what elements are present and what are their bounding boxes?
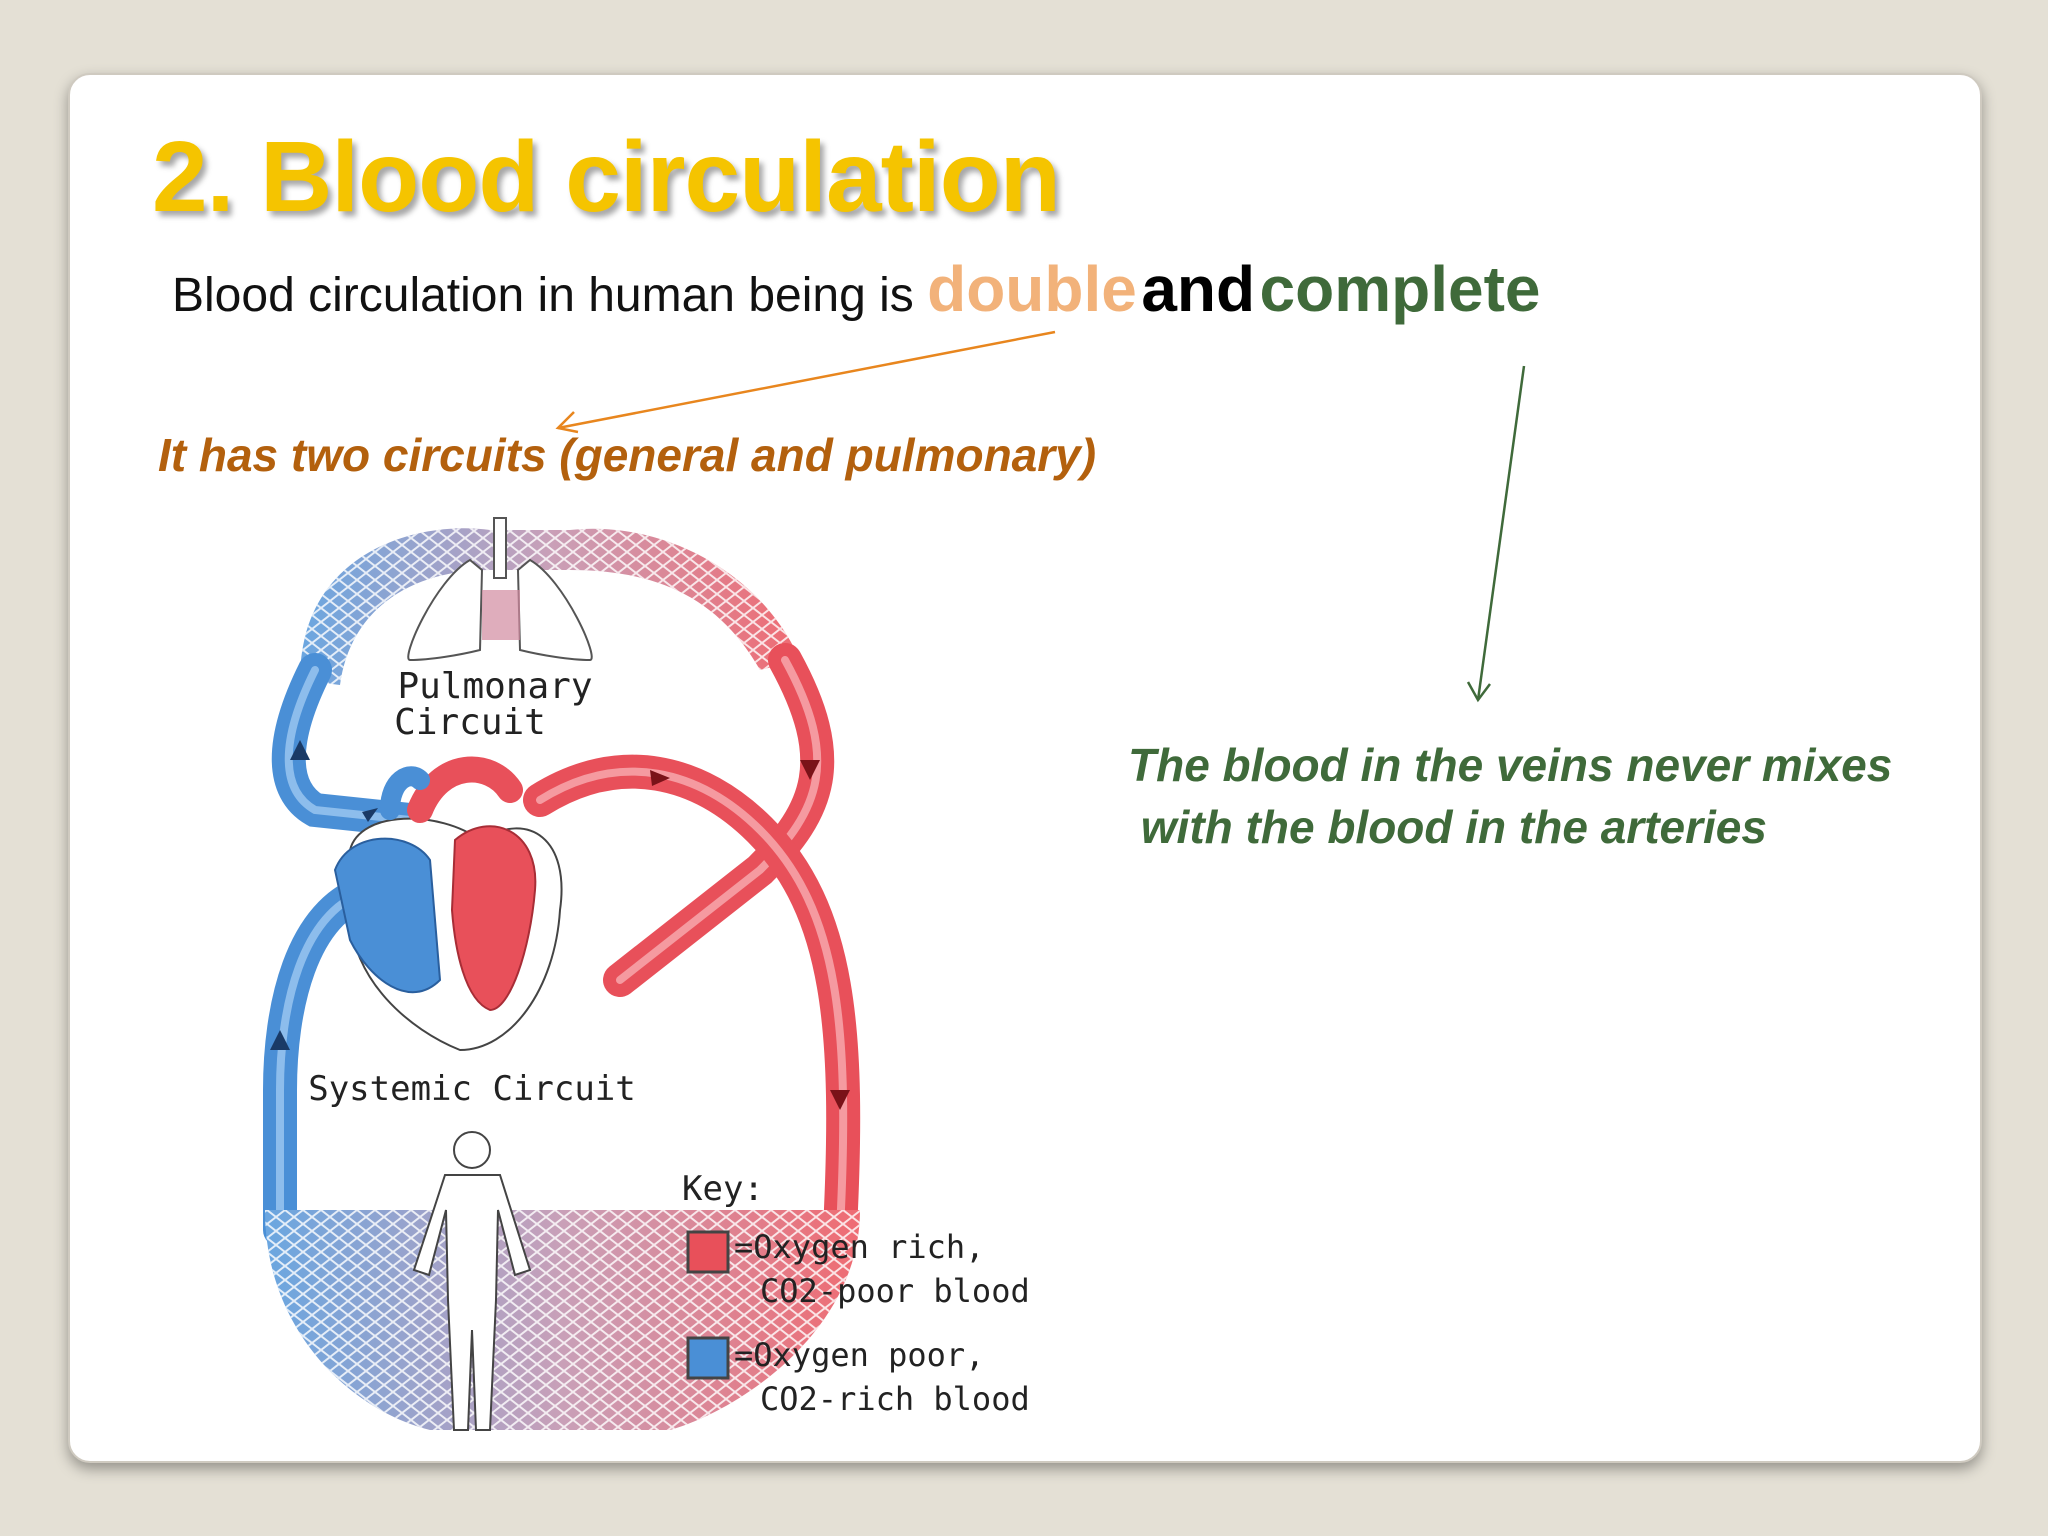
green-arrow — [1466, 365, 1526, 703]
key-blue-line1: =Oxygen poor, — [734, 1336, 984, 1374]
systemic-label: Systemic Circuit — [308, 1069, 636, 1109]
subtitle: Blood circulation in human being is doub… — [172, 252, 1541, 326]
pulmonary-label-2: Circuit — [394, 702, 546, 743]
key-red-swatch — [686, 1230, 730, 1274]
key-blue-line2: CO2-rich blood — [760, 1380, 1030, 1418]
key-red-line1: =Oxygen rich, — [734, 1228, 984, 1266]
lungs-icon — [407, 517, 593, 662]
veins-note: The blood in the veins never mixes with … — [1128, 734, 1892, 858]
veins-note-line1: The blood in the veins never mixes — [1128, 739, 1893, 791]
flow-arrows-red — [650, 760, 850, 1110]
subtitle-double: double — [927, 253, 1137, 325]
flow-arrows — [270, 740, 378, 1050]
slide-title: 2. Blood circulation — [152, 121, 1061, 233]
subtitle-complete: complete — [1259, 253, 1541, 325]
heart-icon — [333, 756, 563, 1052]
subtitle-and: and — [1141, 253, 1256, 325]
pulmonary-label-1: Pulmonary — [397, 666, 592, 707]
veins-note-line2: with the blood in the arteries — [1128, 801, 1767, 853]
human-body-icon — [412, 1131, 532, 1431]
key-legend: Key: =Oxygen rich, CO2-poor blood =Oxyge… — [682, 1169, 1030, 1418]
circulation-diagram: Pulmonary Circuit Systemic Circuit Key: … — [263, 517, 1030, 1431]
pulmonary-capillaries — [300, 528, 800, 685]
key-red-line2: CO2-poor blood — [760, 1272, 1030, 1310]
subtitle-prefix: Blood circulation in human being is — [172, 269, 928, 322]
orange-arrow — [555, 330, 1056, 434]
circuits-note: It has two circuits (general and pulmona… — [158, 429, 1097, 481]
key-blue-swatch — [686, 1336, 730, 1380]
key-title: Key: — [682, 1169, 764, 1209]
